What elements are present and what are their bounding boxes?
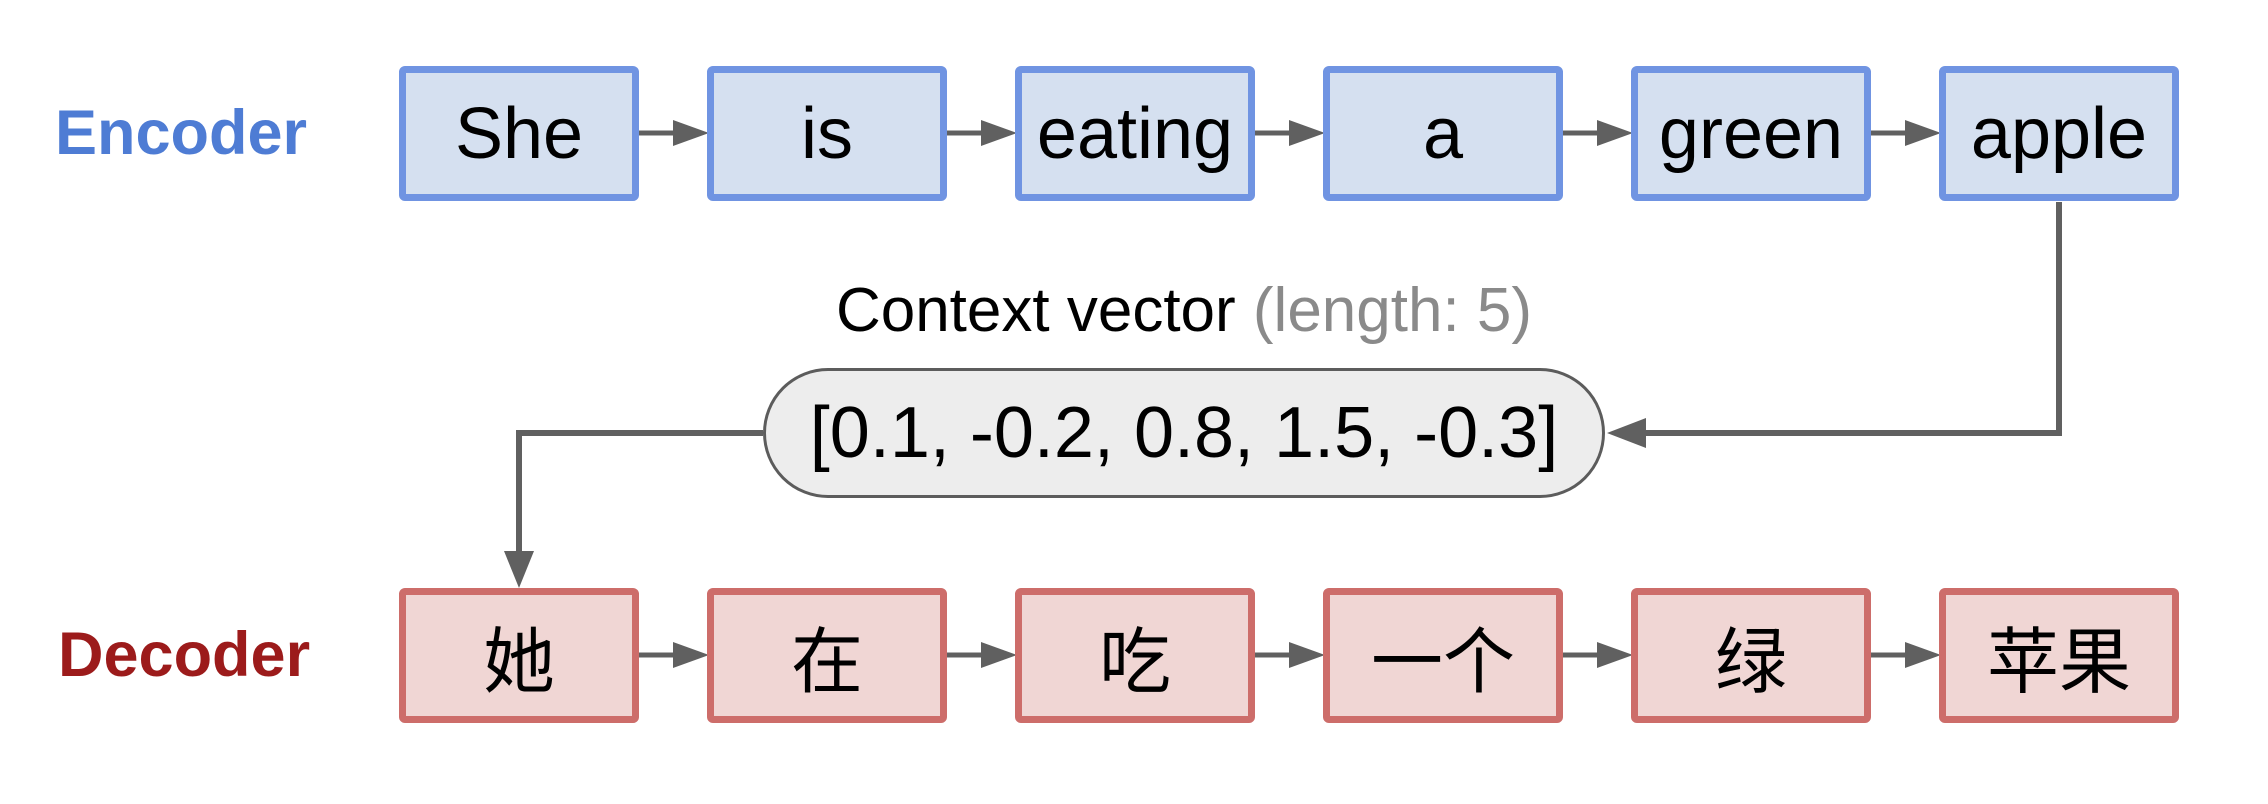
- encoder-token-label: She: [454, 93, 584, 174]
- decoder-token-label: 吃: [1098, 623, 1171, 703]
- decoder-token-label: 在: [790, 623, 863, 703]
- context-vector-values: [0.1, -0.2, 0.8, 1.5, -0.3]: [809, 393, 1559, 473]
- decoder-arrow-5: [1871, 642, 1941, 668]
- encoder-arrow-4: [1563, 120, 1633, 146]
- encoder-token-box: green: [1631, 66, 1871, 201]
- encoder-token-box: She: [399, 66, 639, 201]
- context-vector-title: Context vector (length: 5): [763, 276, 1605, 346]
- decoder-token-box: 苹果: [1939, 588, 2179, 723]
- apple-to-context-arrow: [1607, 202, 2062, 448]
- encoder-token-box: eating: [1015, 66, 1255, 201]
- context-vector-title-text: Context vector: [835, 276, 1236, 345]
- encoder-arrow-2: [947, 120, 1017, 146]
- decoder-token-box: 吃: [1015, 588, 1255, 723]
- decoder-token-box: 一个: [1323, 588, 1563, 723]
- encoder-token-box: is: [707, 66, 947, 201]
- decoder-token-label: 一个: [1370, 623, 1515, 703]
- decoder-token-box: 绿: [1631, 588, 1871, 723]
- decoder-label: Decoder: [58, 620, 311, 690]
- decoder-token-box: 在: [707, 588, 947, 723]
- encoder-token-box: a: [1323, 66, 1563, 201]
- encoder-arrow-5: [1871, 120, 1941, 146]
- encoder-token-box: apple: [1939, 66, 2179, 201]
- encoder-token-label: eating: [1036, 93, 1234, 174]
- encoder-arrow-3: [1255, 120, 1325, 146]
- context-vector-pill: [0.1, -0.2, 0.8, 1.5, -0.3]: [763, 368, 1605, 498]
- encoder-label: Encoder: [55, 98, 308, 168]
- context-vector-length-note: (length: 5): [1252, 276, 1533, 345]
- decoder-arrow-3: [1255, 642, 1325, 668]
- decoder-arrow-2: [947, 642, 1017, 668]
- encoder-token-label: apple: [1970, 93, 2148, 174]
- decoder-token-box: 她: [399, 588, 639, 723]
- decoder-token-label: 她: [482, 623, 555, 703]
- encoder-token-label: is: [801, 93, 853, 174]
- encoder-token-label: a: [1422, 93, 1464, 174]
- context-to-decoder-arrow: [504, 430, 763, 588]
- encoder-arrow-1: [639, 120, 709, 146]
- decoder-token-label: 绿: [1714, 623, 1787, 703]
- decoder-arrow-1: [639, 642, 709, 668]
- encoder-token-label: green: [1658, 93, 1844, 174]
- decoder-arrow-4: [1563, 642, 1633, 668]
- decoder-token-label: 苹果: [1986, 623, 2131, 703]
